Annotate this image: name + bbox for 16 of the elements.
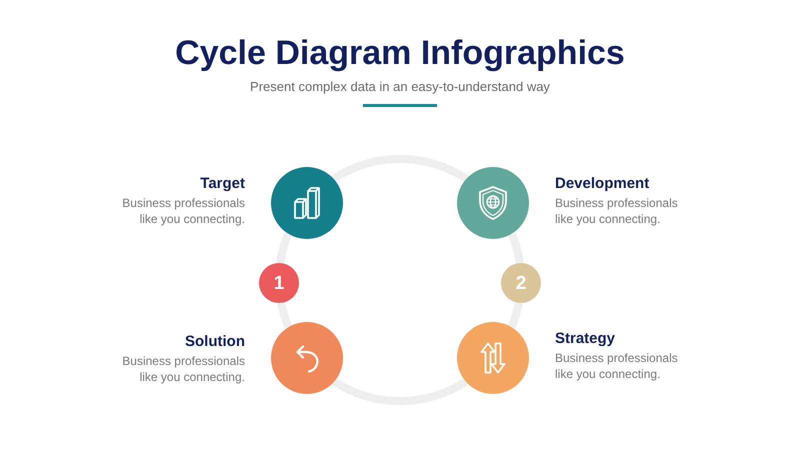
- step-description: Business professionals like you connecting.: [555, 350, 679, 382]
- ring-arc: [332, 155, 468, 182]
- subtitle: Present complex data in an easy-to-understand way: [250, 79, 550, 95]
- ring-arc: [277, 302, 292, 328]
- step-heading: Target: [200, 175, 245, 193]
- step-heading: Development: [555, 175, 650, 193]
- step-description: Business professionals like you connecting.: [555, 195, 679, 227]
- ring-arc: [332, 378, 468, 405]
- title: Cycle Diagram Infographics: [175, 33, 625, 73]
- ring-arc: [276, 232, 292, 264]
- step-heading: Solution: [185, 333, 245, 351]
- ring-arc: [508, 232, 524, 264]
- step-heading: Strategy: [555, 330, 616, 348]
- step-description: Business professionals like you connecting.: [121, 353, 245, 385]
- ring-arc: [508, 302, 523, 328]
- step-description: Business professionals like you connecting.: [121, 195, 245, 227]
